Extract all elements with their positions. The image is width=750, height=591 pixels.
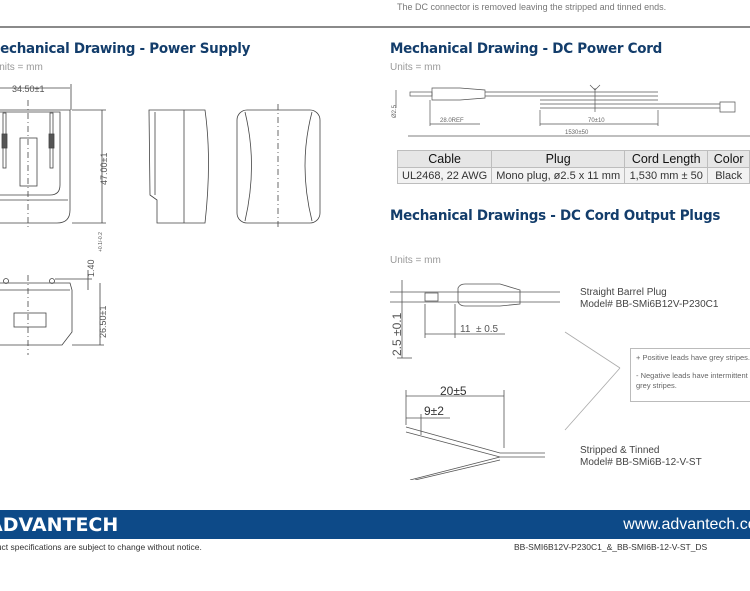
barrel-plug-label: Straight Barrel Plug Model# BB-SMi6B12V-…: [580, 287, 718, 311]
dim-total: 1530±50: [565, 130, 589, 136]
table-header-row: Cable Plug Cord Length Color: [396, 150, 750, 168]
doc-id: BB-SMI6B12V-P230C1_&_BB-SMI6B-12-V-ST_DS: [514, 542, 708, 552]
header-note: The DC connector is removed leaving the …: [397, 2, 667, 12]
advantech-logo: ADVANTECH: [0, 514, 119, 536]
dim-plug-len: 28.0REF: [440, 118, 464, 124]
dim-depth: 26.50±1: [98, 306, 108, 338]
power-cord-units: Units = mm: [390, 62, 441, 73]
table-row: UL2468, 22 AWG Mono plug, ø2.5 x 11 mm 1…: [396, 167, 750, 184]
header-color: Color: [707, 150, 750, 168]
dim-pin: 1.40: [86, 259, 96, 277]
output-plugs-drawing: 2.5 ±0.1 11 ± 0.5 20±5 9±2: [390, 280, 621, 480]
stripped-name: Stripped & Tinned: [580, 445, 660, 456]
note-positive: + Positive leads have grey stripes.: [636, 353, 750, 362]
stripped-label: Stripped & Tinned Model# BB-SMi6B-12-V-S…: [580, 445, 702, 469]
power-supply-units: Units = mm: [0, 62, 43, 73]
power-supply-title: Mechanical Drawing - Power Supply: [0, 41, 251, 57]
barrel-plug-model: Model# BB-SMi6B12V-P230C1: [580, 299, 719, 310]
website-link[interactable]: www.advantech.com: [623, 516, 750, 533]
dim-pin-tol: +0.1/-0.2: [98, 232, 104, 252]
dim-diameter: Ø2.5: [392, 104, 398, 118]
output-plugs-units: Units = mm: [390, 255, 441, 266]
dim-strip-inner: 9±2: [424, 404, 444, 418]
cell-cable: UL2468, 22 AWG: [396, 167, 493, 184]
cell-plug: Mono plug, ø2.5 x 11 mm: [491, 167, 626, 184]
power-supply-drawing: 34.50±1 47.00±1 1.40 +0.1/-0.2 26.50±1: [0, 84, 321, 355]
dim-strip-outer: 20±5: [440, 384, 467, 398]
divider: [0, 26, 750, 28]
disclaimer: All product specifications are subject t…: [0, 542, 202, 552]
header-cord-length: Cord Length: [624, 150, 709, 168]
dim-height: 47.00±1: [99, 153, 109, 185]
dim-plug-length: 11 ± 0.5: [460, 324, 499, 335]
dim-width: 34.50±1: [12, 84, 44, 94]
power-cord-spec-table: Cable Plug Cord Length Color UL2468, 22 …: [396, 150, 750, 184]
dim-plug-diameter: 2.5 ±0.1: [390, 312, 404, 356]
header-cable: Cable: [396, 150, 493, 168]
footer-banner: [0, 510, 750, 539]
stripped-model: Model# BB-SMi6B-12-V-ST: [580, 457, 702, 468]
dim-split: 70±10: [588, 118, 605, 124]
power-cord-drawing: Ø2.5 28.0REF 70±10 1530±50: [392, 84, 750, 137]
barrel-plug-name: Straight Barrel Plug: [580, 287, 667, 298]
power-cord-title: Mechanical Drawing - DC Power Cord: [390, 41, 663, 57]
note-negative: - Negative leads have intermittent grey …: [636, 371, 748, 390]
header-plug: Plug: [491, 150, 626, 168]
cell-cord-length: 1,530 mm ± 50: [624, 167, 709, 184]
cell-color: Black: [707, 167, 750, 184]
output-plugs-title: Mechanical Drawings - DC Cord Output Plu…: [390, 208, 721, 224]
lead-notes-box: + Positive leads have grey stripes. - Ne…: [630, 348, 750, 402]
